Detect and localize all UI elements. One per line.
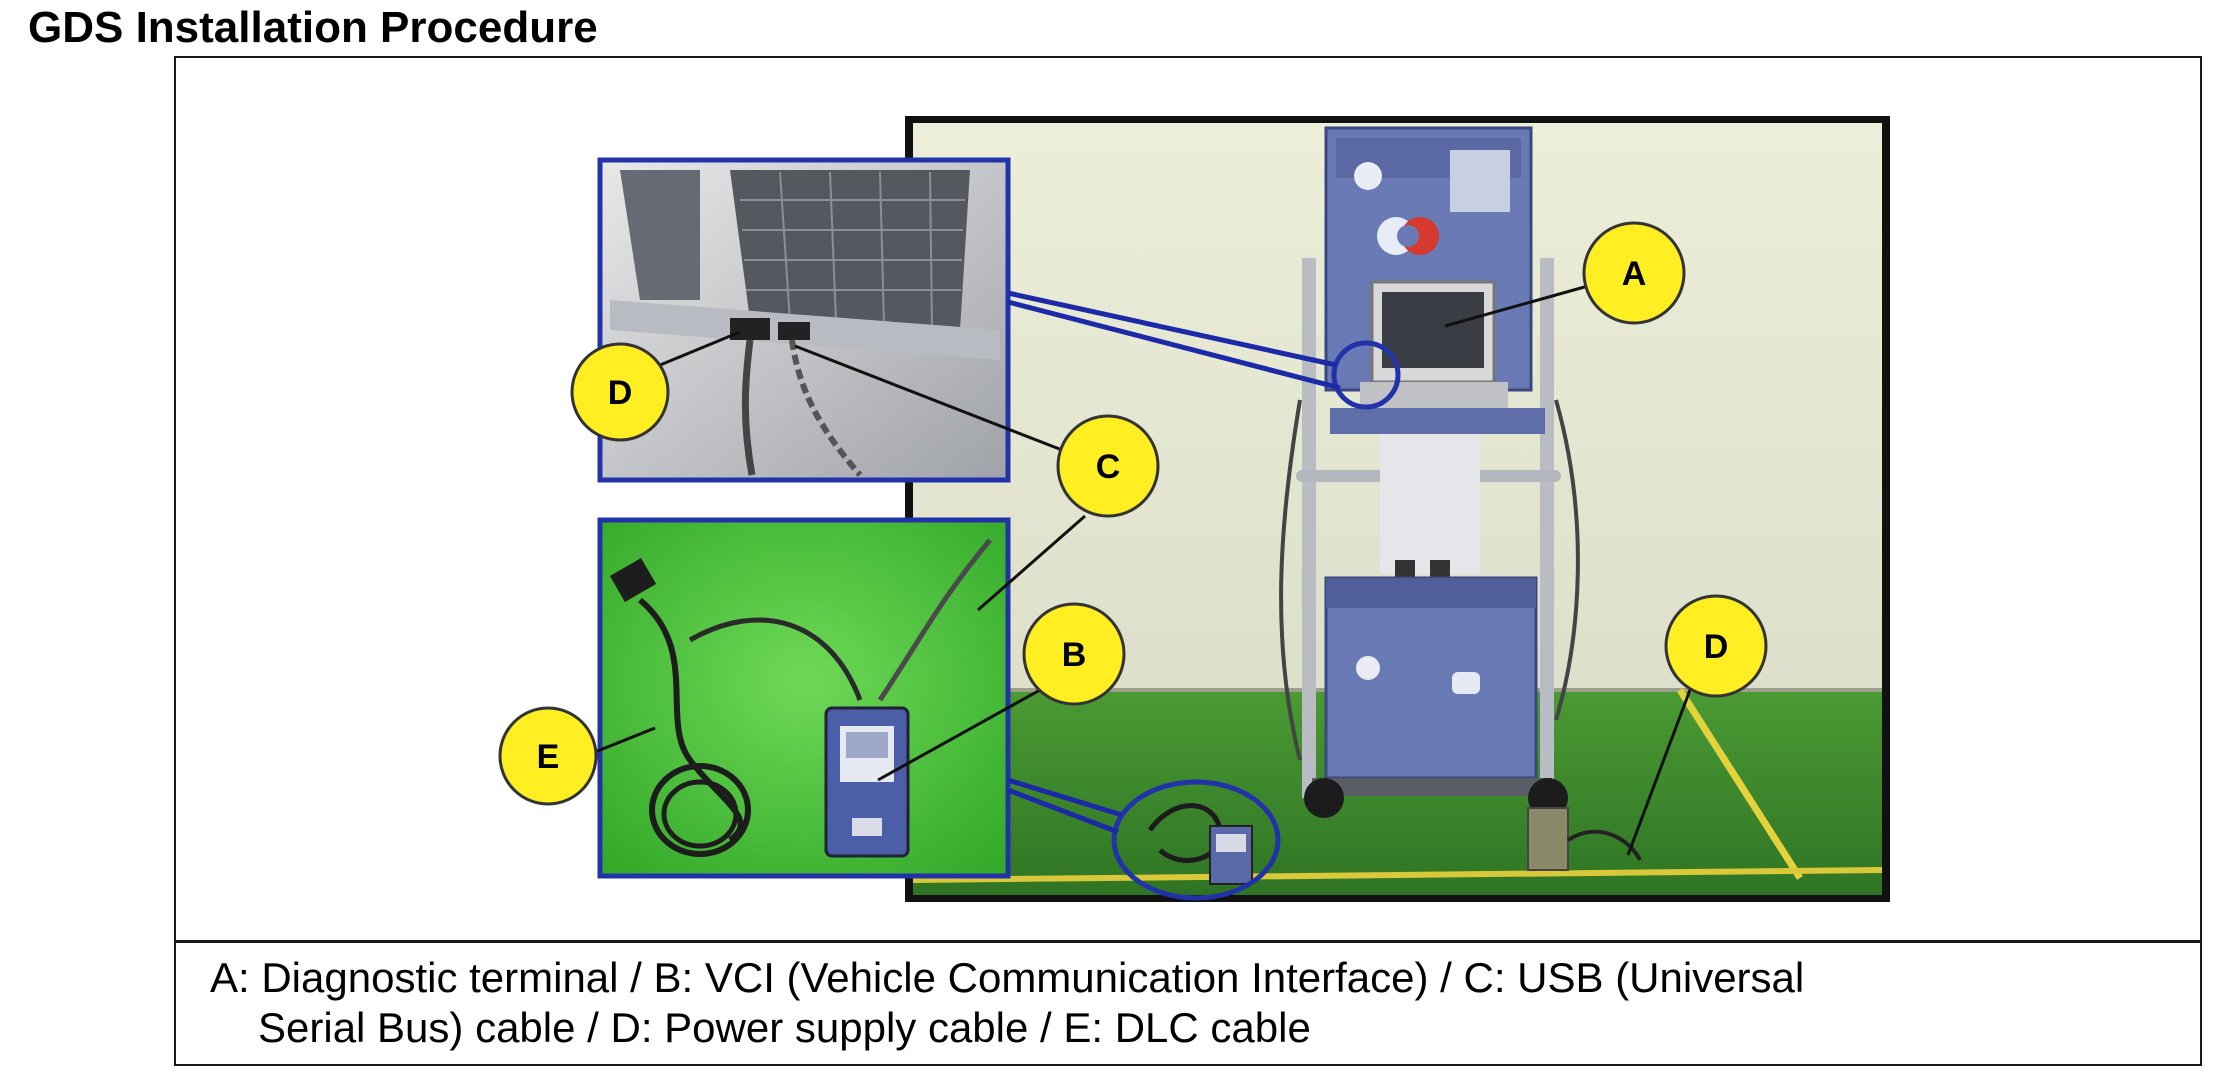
svg-text:D: D [608, 374, 633, 412]
dlc-connector-icon [609, 558, 657, 602]
power-adapter-icon [1527, 807, 1569, 871]
inset-laptop-ports [597, 157, 1011, 483]
power-port-icon [730, 318, 770, 340]
callout-d-floor: D [1664, 594, 1768, 698]
caption-line-2: Serial Bus) cable / D: Power supply cabl… [258, 1004, 1311, 1051]
callout-b: B [1022, 602, 1126, 706]
svg-text:D: D [1704, 628, 1729, 666]
svg-text:B: B [1062, 636, 1087, 674]
svg-text:A: A [1622, 255, 1647, 293]
figure-caption: A: Diagnostic terminal / B: VCI (Vehicle… [174, 941, 2202, 1066]
diagnostic-cart [1279, 126, 1580, 858]
document-title: GDS Installation Procedure [28, 3, 598, 52]
vci-highlight-circle [1111, 779, 1281, 901]
port-highlight-circle [1331, 340, 1401, 410]
callout-a: A [1582, 221, 1686, 325]
brand-logo-icon [1354, 162, 1382, 190]
svg-text:E: E [537, 738, 560, 776]
installation-photo-figure: A D C B E D [498, 116, 1890, 902]
floor-vci-kit [1147, 803, 1253, 885]
caption-line-1: A: Diagnostic terminal / B: VCI (Vehicle… [210, 954, 1805, 1001]
callout-d-inset: D [570, 342, 670, 442]
svg-text:C: C [1096, 448, 1121, 486]
inset-vci-cables [597, 517, 1011, 879]
main-photo [905, 116, 1890, 902]
usb-port-icon [778, 322, 810, 340]
callout-e: E [498, 706, 598, 806]
dlc-cable-coil [649, 763, 751, 857]
callout-c: C [1056, 414, 1160, 518]
